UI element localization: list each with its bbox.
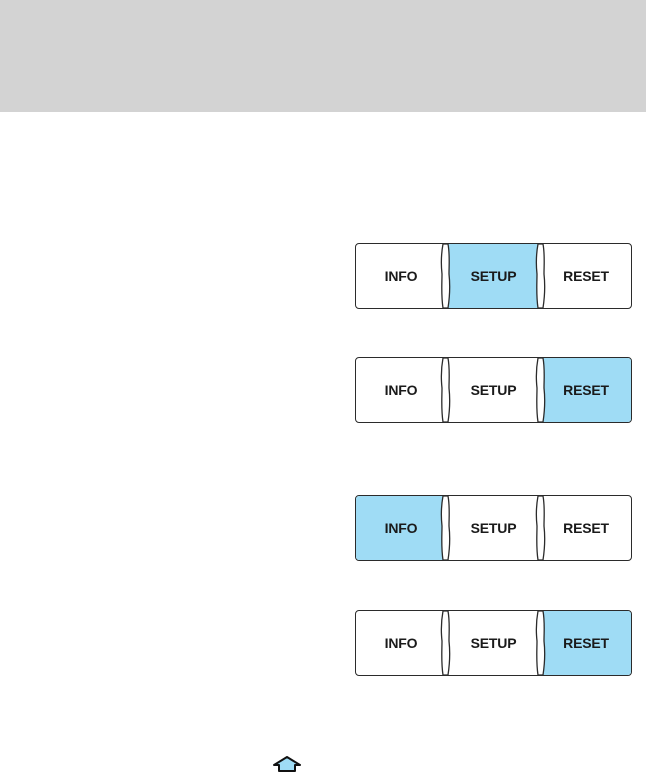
info-button[interactable]: INFO — [384, 635, 418, 651]
info-button[interactable]: INFO — [384, 382, 418, 398]
setup-button[interactable]: SETUP — [470, 382, 517, 398]
button-strip-3: INFO SETUP RESET — [355, 495, 632, 561]
button-strip-2: INFO SETUP RESET — [355, 357, 632, 423]
reset-button[interactable]: RESET — [563, 268, 609, 284]
info-button[interactable]: INFO — [384, 268, 418, 284]
reset-button[interactable]: RESET — [541, 358, 631, 422]
home-icon[interactable] — [271, 755, 303, 773]
reset-button[interactable]: RESET — [541, 611, 631, 675]
button-strip-1: INFO SETUP RESET — [355, 243, 632, 309]
setup-button[interactable]: SETUP — [446, 244, 541, 308]
info-button[interactable]: INFO — [356, 496, 446, 560]
reset-button[interactable]: RESET — [563, 520, 609, 536]
header-band — [0, 0, 646, 112]
setup-button[interactable]: SETUP — [470, 635, 517, 651]
button-strip-4: INFO SETUP RESET — [355, 610, 632, 676]
setup-button[interactable]: SETUP — [470, 520, 517, 536]
